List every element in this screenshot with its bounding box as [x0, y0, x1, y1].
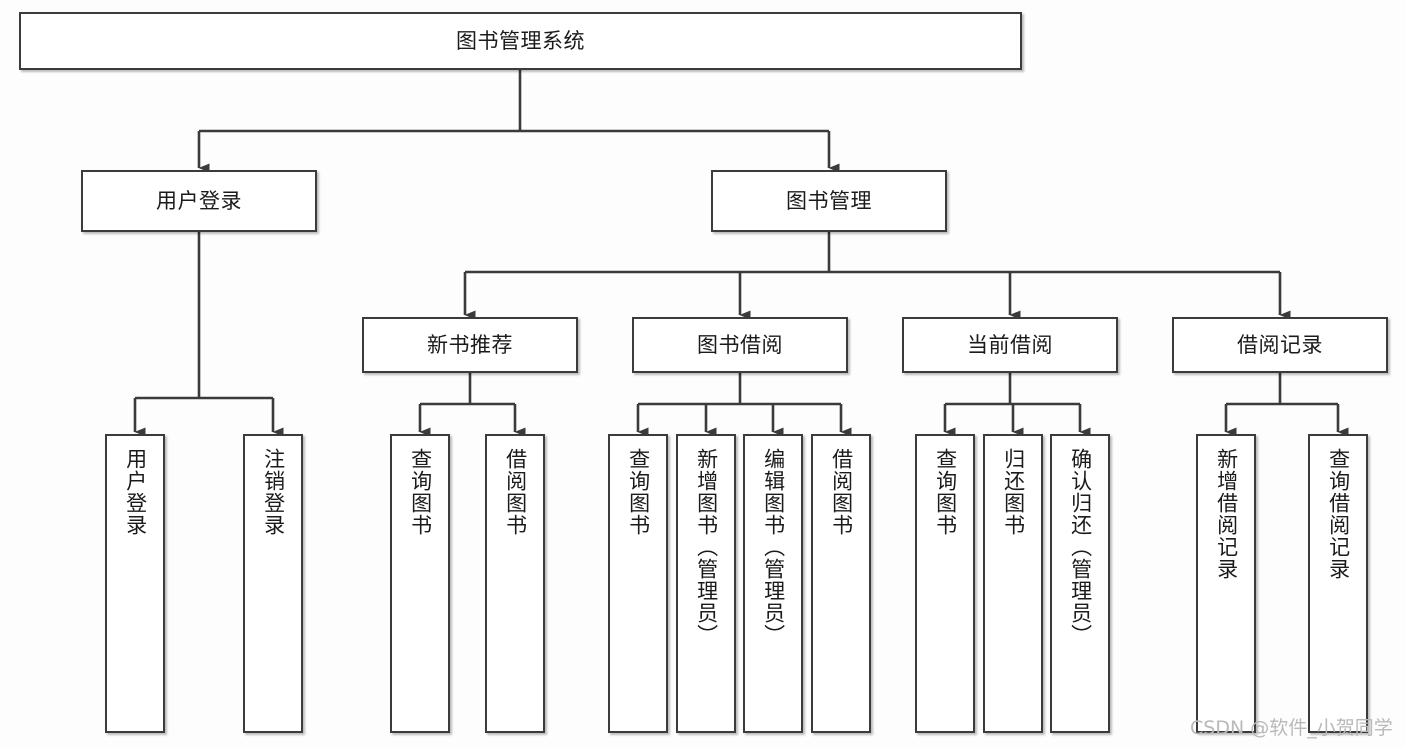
node-label-new-book-recommend: 新书推荐	[427, 332, 513, 357]
node-book-manage[interactable]: 图书管理	[711, 170, 947, 232]
node-label-leaf-return-book: 归还图书	[1001, 448, 1026, 536]
node-leaf-user-login[interactable]: 用户登录	[105, 434, 165, 733]
node-label-leaf-add-record: 新增借阅记录	[1214, 448, 1239, 580]
node-label-leaf-query-record: 查询借阅记录	[1326, 448, 1351, 580]
node-leaf-query-record[interactable]: 查询借阅记录	[1308, 434, 1368, 733]
node-label-leaf-borrow-book-recommend: 借阅图书	[503, 448, 528, 536]
node-label-leaf-query-book-recommend: 查询图书	[408, 448, 433, 536]
node-label-leaf-borrow-book: 借阅图书	[829, 448, 854, 536]
node-leaf-add-book[interactable]: 新增图书（管理员）	[676, 434, 736, 733]
node-label-leaf-edit-book: 编辑图书（管理员）	[761, 448, 786, 646]
node-label-leaf-add-book: 新增图书（管理员）	[694, 448, 719, 646]
node-label-root: 图书管理系统	[456, 28, 585, 53]
node-leaf-query-book-current[interactable]: 查询图书	[915, 434, 975, 733]
node-label-current-borrow: 当前借阅	[967, 332, 1053, 357]
node-label-leaf-user-login: 用户登录	[123, 448, 148, 536]
node-leaf-confirm-return[interactable]: 确认归还（管理员）	[1050, 434, 1110, 733]
node-label-book-borrow: 图书借阅	[697, 332, 783, 357]
node-leaf-logout[interactable]: 注销登录	[243, 434, 303, 733]
node-book-borrow[interactable]: 图书借阅	[632, 317, 848, 373]
node-borrow-record[interactable]: 借阅记录	[1172, 317, 1388, 373]
node-label-leaf-confirm-return: 确认归还（管理员）	[1068, 448, 1093, 646]
node-leaf-add-record[interactable]: 新增借阅记录	[1196, 434, 1256, 733]
node-label-user-login: 用户登录	[156, 188, 242, 213]
node-user-login[interactable]: 用户登录	[81, 170, 317, 232]
node-label-leaf-query-book-current: 查询图书	[933, 448, 958, 536]
node-leaf-return-book[interactable]: 归还图书	[983, 434, 1043, 733]
node-label-borrow-record: 借阅记录	[1237, 332, 1323, 357]
node-leaf-query-book-recommend[interactable]: 查询图书	[390, 434, 450, 733]
node-label-leaf-query-book-borrow: 查询图书	[626, 448, 651, 536]
node-label-book-manage: 图书管理	[786, 188, 872, 213]
node-new-book-recommend[interactable]: 新书推荐	[362, 317, 578, 373]
node-leaf-borrow-book-recommend[interactable]: 借阅图书	[485, 434, 545, 733]
node-current-borrow[interactable]: 当前借阅	[902, 317, 1118, 373]
node-leaf-query-book-borrow[interactable]: 查询图书	[608, 434, 668, 733]
node-leaf-edit-book[interactable]: 编辑图书（管理员）	[743, 434, 803, 733]
node-leaf-borrow-book[interactable]: 借阅图书	[811, 434, 871, 733]
node-label-leaf-logout: 注销登录	[261, 448, 286, 536]
node-root[interactable]: 图书管理系统	[19, 12, 1022, 70]
connectors-group	[133, 70, 1349, 437]
